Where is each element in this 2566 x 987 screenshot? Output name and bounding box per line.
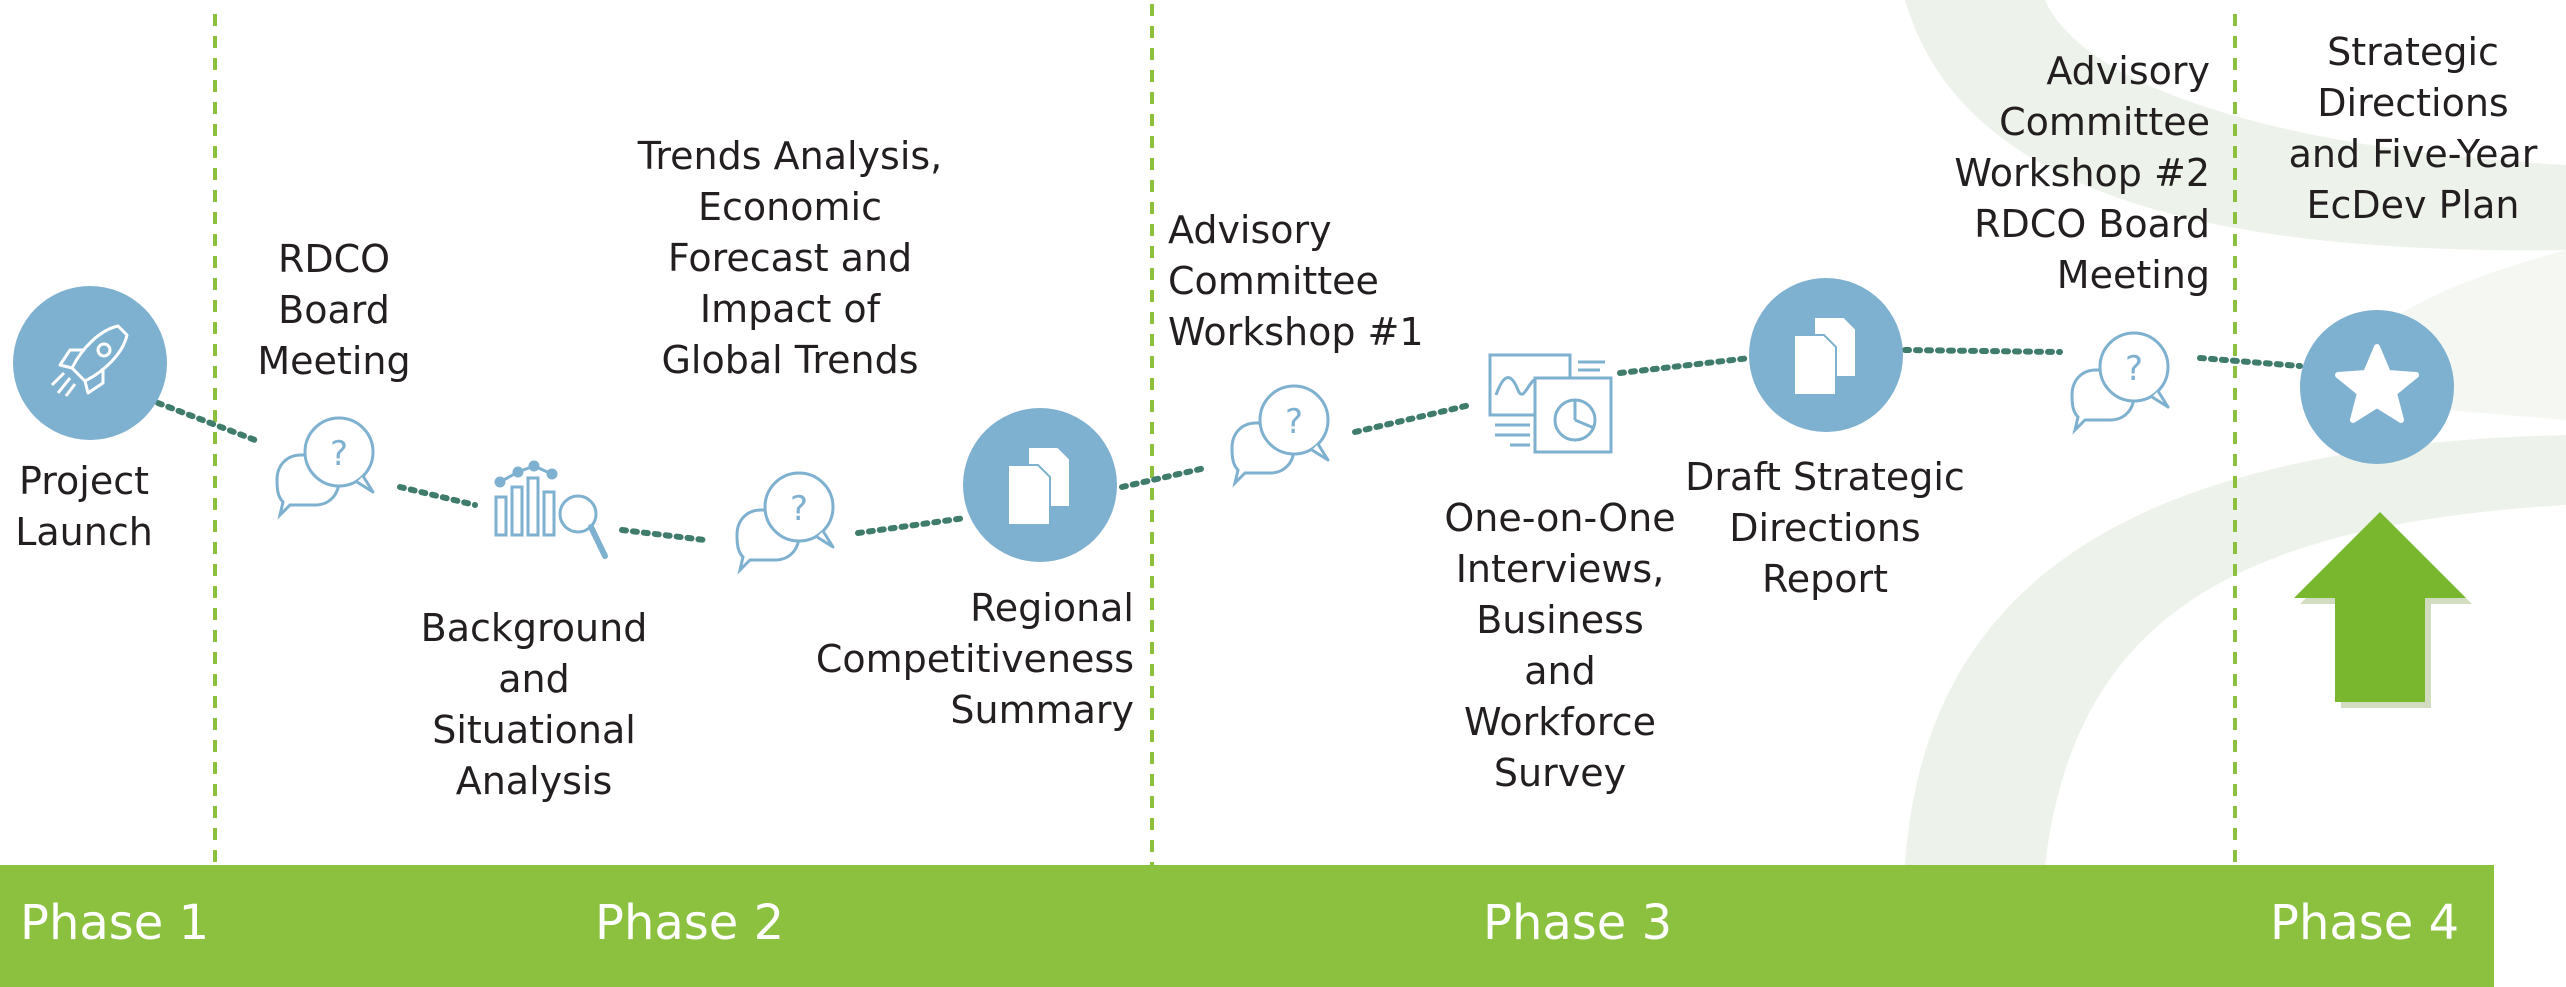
draft-report-node (1749, 278, 1903, 432)
interviews-survey-node (1488, 353, 1613, 454)
label-strategic-plan: Strategic Directions and Five-Year EcDev… (2288, 30, 2538, 227)
chat-question-icon (275, 416, 375, 517)
label-advisory-workshop-2: Advisory Committee Workshop #2 RDCO Boar… (1954, 49, 2210, 297)
phase-bar (0, 865, 2494, 987)
phase-4-label: Phase 4 (2270, 895, 2460, 951)
up-arrow-icon (2294, 512, 2472, 708)
strategic-plan-node (2300, 310, 2454, 464)
chat-question-icon (1230, 384, 1330, 485)
rdco-board-meeting-node (275, 416, 375, 517)
phase-3-label: Phase 3 (1483, 895, 1673, 951)
trends-analysis-node (735, 471, 835, 572)
label-rdco-board-meeting: RDCO Board Meeting (257, 237, 411, 383)
advisory-workshop-1-node (1230, 384, 1330, 485)
label-regional-competitiveness: Regional Competitiveness Summary (815, 586, 1134, 732)
project-launch-node (13, 286, 167, 440)
phase-dividers (213, 4, 2237, 865)
label-interviews-survey: One-on-One Interviews, Business and Work… (1444, 496, 1676, 795)
background-analysis-node (494, 460, 608, 559)
star-icon (2335, 344, 2419, 423)
phase-2-label: Phase 2 (595, 895, 785, 951)
advisory-workshop-2-node (2070, 331, 2170, 432)
label-draft-report: Draft Strategic Directions Report (1685, 455, 1965, 601)
label-project-launch: Project Launch (15, 459, 153, 554)
chart-search-icon (494, 460, 608, 559)
label-background-analysis: Background and Situational Analysis (420, 606, 648, 803)
rocket-icon (50, 324, 129, 397)
dashboard-icon (1488, 353, 1613, 454)
chat-question-icon (2070, 331, 2170, 432)
phase-1-label: Phase 1 (20, 895, 210, 951)
timeline-path (155, 347, 2303, 543)
label-trends-analysis: Trends Analysis, Economic Forecast and I… (637, 134, 943, 382)
chat-question-icon (735, 471, 835, 572)
regional-competitiveness-node (963, 408, 1117, 562)
label-advisory-workshop-1: Advisory Committee Workshop #1 (1168, 208, 1424, 354)
